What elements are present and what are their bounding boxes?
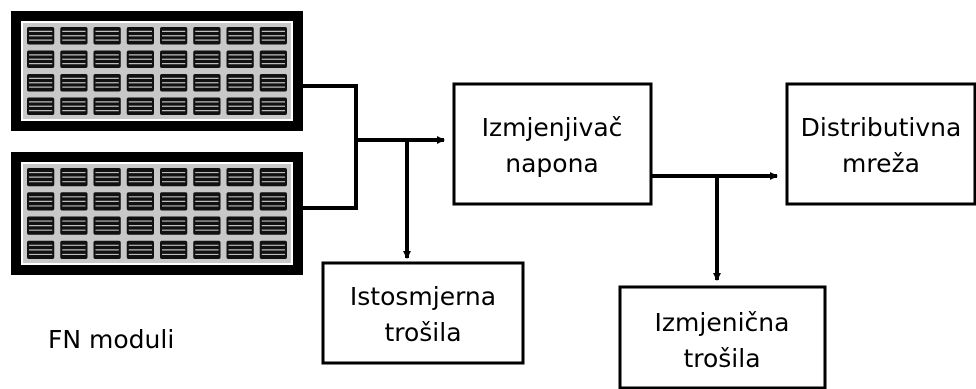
wire-top-module [303,84,358,140]
ac-loads-label-line1: Izmjenična [655,308,790,337]
ac-loads-block: Izmjenična trošila [618,285,827,389]
inverter-label-line2: napona [505,149,599,178]
dc-loads-label-line2: trošila [384,318,461,347]
grid-label-line2: mreža [842,149,920,178]
wire-bottom-module [303,140,358,210]
dc-loads-label-line1: Istosmjerna [350,282,496,311]
grid-label-line1: Distributivna [801,113,962,142]
ac-loads-label-line2: trošila [683,344,760,373]
pv-module-bottom [11,152,303,275]
inverter-block: Izmjenjivač napona [452,82,653,206]
grid-block: Distributivna mreža [785,82,976,206]
pv-module-top [11,11,303,131]
pv-modules-caption: FN moduli [48,325,174,354]
wiring [303,84,778,281]
inverter-label-line1: Izmjenjivač [482,113,623,142]
dc-loads-block: Istosmjerna trošila [321,261,525,365]
